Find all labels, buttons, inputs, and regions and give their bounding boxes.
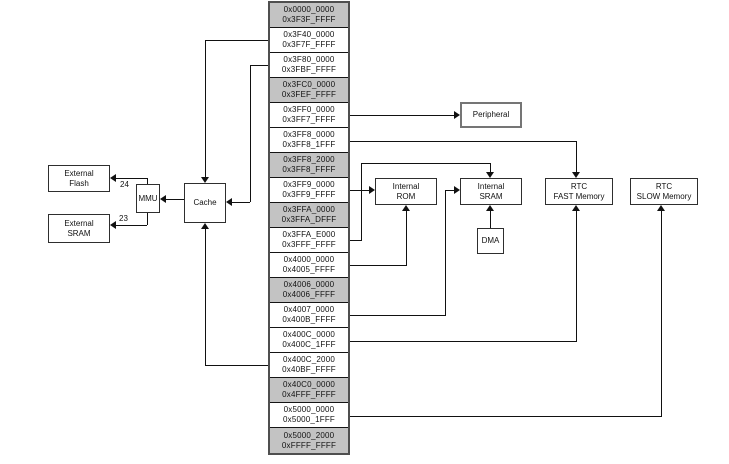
rtc-slow-memory-block: RTC SLOW Memory [630, 178, 698, 205]
external-sram-block: External SRAM [48, 214, 110, 243]
internal-rom-block: Internal ROM [375, 178, 437, 205]
bus-width-label-23: 23 [119, 214, 128, 223]
cache-block: Cache [184, 183, 226, 223]
mmu-block: MMU [136, 184, 160, 213]
rtc-fast-memory-block: RTC FAST Memory [545, 178, 613, 205]
bus-width-label-24: 24 [120, 180, 129, 189]
external-flash-block: External Flash [48, 165, 110, 192]
dma-block: DMA [477, 228, 504, 254]
peripheral-block: Peripheral [460, 102, 522, 128]
internal-sram-block: Internal SRAM [460, 178, 522, 205]
